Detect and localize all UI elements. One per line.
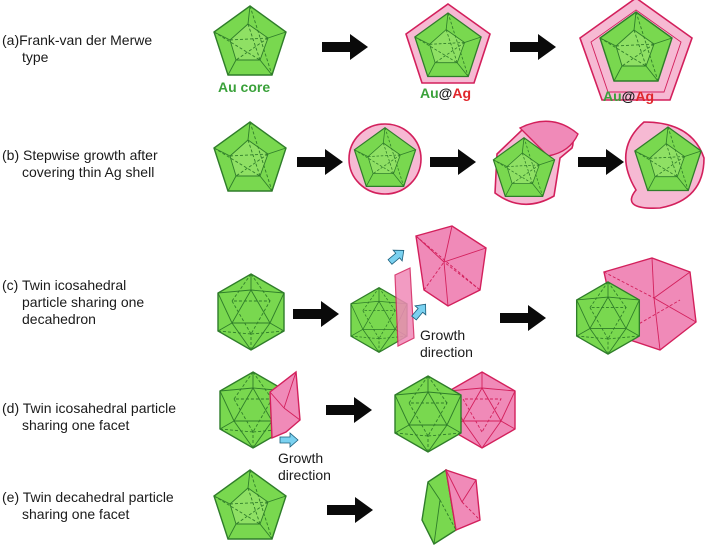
row-a-line-1: (a)Frank-van der Merwe — [2, 32, 153, 48]
row-d-twin-icosahedral-final — [394, 371, 516, 453]
row-a-label: (a)Frank-van der Merwe type — [2, 32, 152, 66]
row-c-arrow-2 — [500, 305, 546, 331]
row-a-au-core-decahedron — [213, 5, 287, 76]
row-b-label: (b) Stepwise growth after covering thin … — [2, 147, 158, 181]
row-d-growth-label: Growth — [278, 450, 323, 466]
row-d-direction-label: direction — [278, 467, 331, 483]
row-b-shell-covered-particle — [348, 123, 422, 195]
row-b-arrow-2 — [430, 149, 476, 175]
row-c-arrow-1 — [293, 301, 339, 327]
row-c-direction-label: direction — [420, 344, 473, 360]
row-c-line-3: decahedron — [22, 311, 96, 327]
au-at-ag-label-2: Au@Ag — [603, 88, 654, 104]
au-core-label: Au core — [218, 79, 270, 95]
row-e-line-1: (e) Twin decahedral particle — [2, 489, 174, 505]
row-d-icosahedron-with-facet — [219, 370, 301, 449]
row-c-line-1: (c) Twin icosahedral — [2, 277, 127, 293]
au-at-ag-label-1: Au@Ag — [420, 85, 471, 101]
row-c-twin-icosahedral-final — [575, 257, 697, 355]
row-c-au-icosahedron — [217, 273, 285, 351]
row-b-arrow-3 — [578, 149, 624, 175]
row-a-thin-shell-decahedron — [405, 3, 491, 84]
row-b-line-2: covering thin Ag shell — [22, 164, 155, 180]
at-text-2: @ — [622, 88, 636, 104]
row-e-au-decahedron — [213, 469, 287, 540]
row-a-arrow-2 — [510, 34, 556, 60]
row-e-label: (e) Twin decahedral particle sharing one… — [2, 489, 174, 523]
row-c-line-2: particle sharing one — [22, 294, 145, 310]
row-c-growth-label: Growth — [420, 327, 465, 343]
row-d-arrow — [326, 397, 372, 423]
row-c-twin-icosahedral-intermediate — [350, 225, 487, 353]
row-b-line-1: (b) Stepwise growth after — [2, 147, 158, 163]
row-c-label: (c) Twin icosahedral particle sharing on… — [2, 277, 144, 328]
row-e-twin-decahedral-final — [421, 468, 481, 546]
at-text-1: @ — [439, 85, 453, 101]
row-a-arrow-1 — [322, 34, 368, 60]
row-b-stepwise-growth-particle — [492, 120, 579, 206]
row-d-growth-arrow — [279, 432, 299, 448]
row-a-line-2: type — [22, 49, 49, 65]
row-d-line-1: (d) Twin icosahedral particle — [2, 400, 177, 416]
row-e-arrow — [327, 497, 373, 523]
row-a-thick-shell-decahedron — [579, 0, 693, 101]
row-c-growth-arrow-upper — [385, 244, 409, 268]
au-text-2: Au — [603, 88, 622, 104]
row-b-au-core-decahedron — [213, 121, 287, 192]
ag-text-2: Ag — [635, 88, 654, 104]
au-text-1: Au — [420, 85, 439, 101]
ag-text-1: Ag — [452, 85, 471, 101]
row-d-label: (d) Twin icosahedral particle sharing on… — [2, 400, 176, 434]
row-b-final-particle — [624, 121, 705, 209]
row-e-line-2: sharing one facet — [22, 506, 130, 522]
row-b-arrow-1 — [297, 149, 343, 175]
row-d-line-2: sharing one facet — [22, 417, 130, 433]
